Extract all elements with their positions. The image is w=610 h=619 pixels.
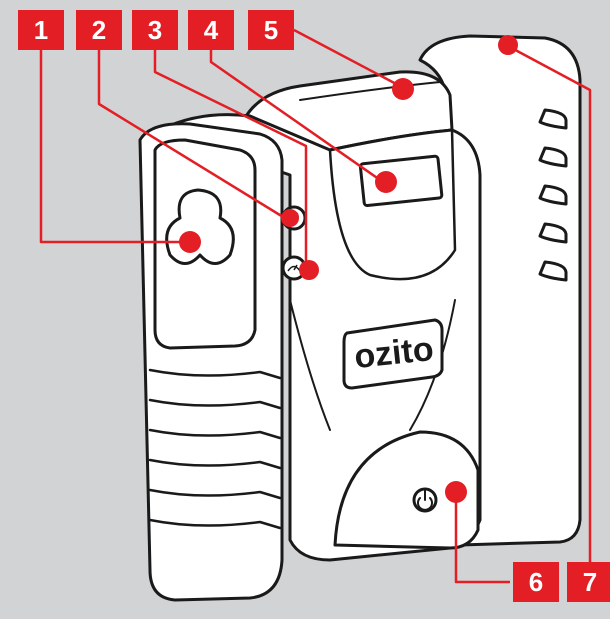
- callout-6: 6: [513, 562, 559, 602]
- callout-5: 5: [248, 10, 294, 50]
- target-dot-4: [375, 171, 397, 193]
- target-dot-7: [498, 35, 518, 55]
- target-dot-3: [299, 260, 319, 280]
- callout-4: 4: [188, 10, 234, 50]
- target-dot-2: [281, 209, 299, 227]
- callout-3: 3: [132, 10, 178, 50]
- callout-7: 7: [567, 562, 610, 602]
- leader-line-5: [294, 30, 400, 86]
- target-dot-1: [179, 231, 201, 253]
- target-dot-6: [445, 481, 467, 503]
- target-dot-5: [392, 78, 414, 100]
- digital-display: [360, 156, 442, 206]
- callout-1: 1: [18, 10, 64, 50]
- callout-2: 2: [76, 10, 122, 50]
